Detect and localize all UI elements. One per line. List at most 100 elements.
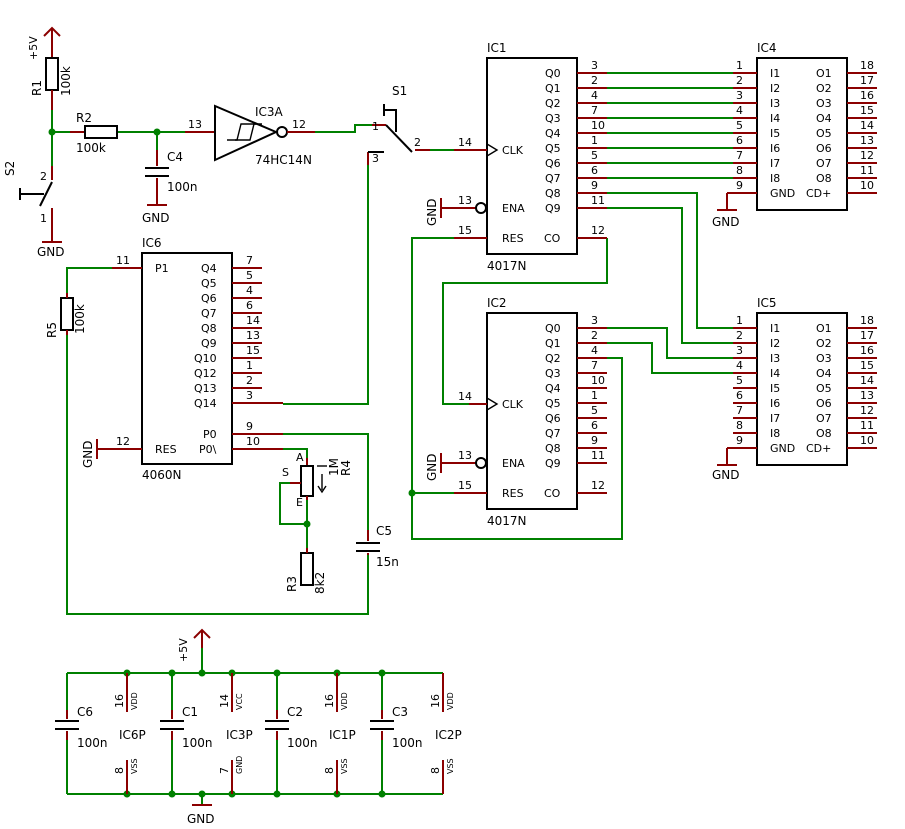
ic5-i8: I8	[770, 427, 780, 440]
r4-pin-e: E	[296, 496, 303, 509]
ic5-i1: I1	[770, 322, 780, 335]
ic5-o4-pin: 15	[860, 359, 874, 372]
resistor-r3: R3 8k2	[285, 548, 327, 594]
ic1-q9: Q9	[545, 202, 561, 215]
ic5-o3-pin: 16	[860, 344, 874, 357]
ic5-i7: I7	[770, 412, 780, 425]
ic6-q7: Q7	[201, 307, 217, 320]
ic1-co-pin: 12	[591, 224, 605, 237]
ic5-o5: O5	[816, 382, 832, 395]
ic1-q8: Q8	[545, 187, 561, 200]
ic1-q6: Q6	[545, 157, 561, 170]
c2-ref: C2	[287, 705, 303, 719]
ic5-o1: O1	[816, 322, 832, 335]
ic3a-value: 74HC14N	[255, 153, 312, 167]
c3-value: 100n	[392, 736, 423, 750]
ic1-q3: Q3	[545, 112, 561, 125]
ic4-o5: O5	[816, 127, 832, 140]
ic6-q12-pin: 1	[246, 359, 253, 372]
r5-value: 100k	[73, 304, 87, 334]
ic1-q3-pin: 7	[591, 104, 598, 117]
ic5-o7-pin: 12	[860, 404, 874, 417]
ic6p-vss-pin: 8	[113, 767, 126, 774]
ic5-o6: O6	[816, 397, 832, 410]
ic6-value: 4060N	[142, 468, 182, 482]
ic5-o2: O2	[816, 337, 832, 350]
s1-pin3: 3	[372, 152, 379, 165]
c4-value: 100n	[167, 180, 198, 194]
ic5-o8-pin: 11	[860, 419, 874, 432]
ic4-o3-pin: 16	[860, 89, 874, 102]
ic3a-pin-out: 12	[292, 118, 306, 131]
r1-value: 100k	[59, 66, 73, 96]
ic2-q7-pin: 6	[591, 419, 598, 432]
ic1-q1-pin: 2	[591, 74, 598, 87]
ic5-gnd: GND	[770, 442, 795, 455]
ic2-q1: Q1	[545, 337, 561, 350]
s1-ref: S1	[392, 84, 407, 98]
ic4-o6-pin: 13	[860, 134, 874, 147]
ic4-o8-pin: 11	[860, 164, 874, 177]
ic6-p0n-label: P0\	[199, 443, 217, 456]
ic6-q14-pin: 3	[246, 389, 253, 402]
s1-pin2: 2	[414, 136, 421, 149]
gnd-symbol-ic6-res: GND	[81, 439, 98, 468]
ic5-i3-pin: 3	[736, 344, 743, 357]
r1-ref: R1	[30, 80, 44, 96]
ic4-o4-pin: 15	[860, 104, 874, 117]
ic4-gnd: GND	[770, 187, 795, 200]
ic2-q3: Q3	[545, 367, 561, 380]
ic6-p1-pin: 11	[116, 254, 130, 267]
ic5-i8-pin: 8	[736, 419, 743, 432]
ic2-clk-pin: 14	[458, 390, 472, 403]
gnd-symbol-c4: GND	[142, 204, 170, 225]
gnd-symbol-ic4: GND	[712, 193, 740, 229]
gnd-symbol-power: GND	[187, 804, 215, 826]
ic6-q10: Q10	[194, 352, 217, 365]
ic6-q4-pin: 7	[246, 254, 253, 267]
inverter-ic3a: IC3A 74HC14N 13 12	[185, 104, 315, 167]
ic6p-vss: VSS	[130, 758, 139, 774]
ic5-driver: IC5 I11 I22 I33 I44 I55 I66 I77 I88 GND9…	[727, 296, 877, 466]
ic4-i8: I8	[770, 172, 780, 185]
ic3a-ref: IC3A	[255, 105, 284, 119]
ic2-q6-pin: 5	[591, 404, 598, 417]
ic2-q3-pin: 7	[591, 359, 598, 372]
ic5-o7: O7	[816, 412, 832, 425]
ic4-i3: I3	[770, 97, 780, 110]
ic2p-vdd-pin: 16	[429, 694, 442, 708]
ic3p-vss: GND	[235, 756, 244, 774]
vcc-label: +5V	[27, 36, 40, 60]
switch-s2: S2 2 1	[3, 161, 53, 236]
ic2p-ref: IC2P	[435, 728, 462, 742]
ic5-o5-pin: 14	[860, 374, 874, 387]
ic4-cd: CD+	[806, 187, 831, 200]
ic2-q6: Q6	[545, 412, 561, 425]
ic1-q5-pin: 1	[591, 134, 598, 147]
ic1-value: 4017N	[487, 259, 527, 273]
c5-value: 15n	[376, 555, 399, 569]
ic1-q1: Q1	[545, 82, 561, 95]
ic4-i6: I6	[770, 142, 780, 155]
ic1-q8-pin: 9	[591, 179, 598, 192]
c1-value: 100n	[182, 736, 213, 750]
ic2-4017: IC2 4017N CLK 14 ENA 13 RES 15 CO 12 Q03…	[454, 296, 607, 528]
ic2p-vss: VSS	[446, 758, 455, 774]
ic4-o2: O2	[816, 82, 832, 95]
ic6p-vdd-pin: 16	[113, 694, 126, 708]
gnd-symbol-s2: GND	[37, 236, 65, 259]
ic5-ref: IC5	[757, 296, 777, 310]
ic1-ena-label: ENA	[502, 202, 525, 215]
ic3p-vss-pin: 7	[218, 767, 231, 774]
gnd-label: GND	[425, 198, 439, 226]
ic5-o6-pin: 13	[860, 389, 874, 402]
ic4-cd-pin: 10	[860, 179, 874, 192]
ic4-i5: I5	[770, 127, 780, 140]
gnd-label: GND	[142, 211, 170, 225]
ic1p-vdd-pin: 16	[323, 694, 336, 708]
gnd-label: GND	[425, 453, 439, 481]
ic1-clk-label: CLK	[502, 144, 524, 157]
